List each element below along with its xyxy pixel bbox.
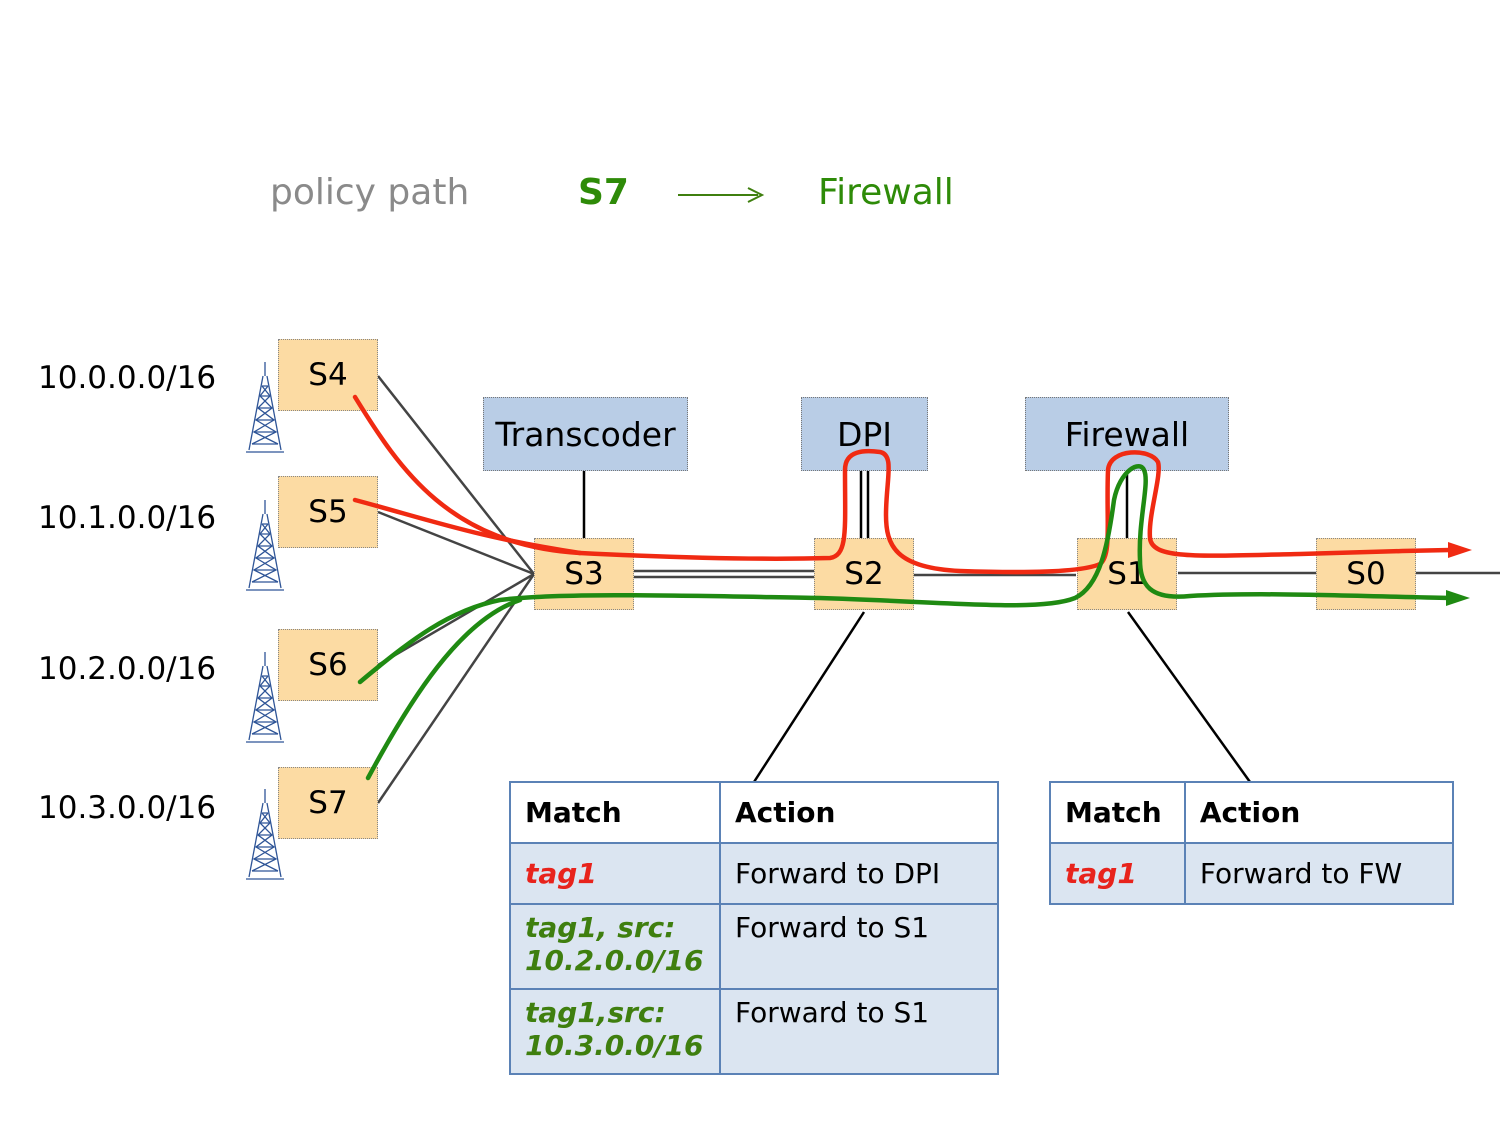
cell-tower-icon [246,362,284,453]
switch-s5[interactable]: S5 [278,476,378,548]
switch-s6[interactable]: S6 [278,629,378,701]
table-row: tag1 Forward to DPI [509,842,1000,905]
match-cell: tag1 [1065,857,1137,890]
match-cell-line2: 10.2.0.0/16 [525,944,704,978]
action-header: Action [718,781,1000,844]
middlebox-transcoder[interactable]: Transcoder [483,397,688,471]
legend-to: Firewall [818,172,954,213]
subnet-label-s6: 10.2.0.0/16 [38,651,217,687]
match-header: Match [1049,781,1186,844]
green-path-branch [365,597,523,781]
flow-table-s2: Match Action tag1 Forward to DPI tag1, s… [509,781,1000,1075]
red-path [352,394,1453,575]
table-row: tag1,src:10.3.0.0/16 Forward to S1 [509,988,1000,1075]
match-header: Match [509,781,721,844]
cell-tower-icon [246,652,284,743]
legend-from: S7 [578,172,629,213]
action-cell: Forward to DPI [718,842,1000,905]
action-header: Action [1183,781,1455,844]
green-path [357,464,1453,685]
switch-s7[interactable]: S7 [278,767,378,839]
table-header: Match Action [509,781,1000,844]
action-cell: Forward to S1 [718,988,1000,1075]
flow-table-s1: Match Action tag1 Forward to FW [1049,781,1455,905]
switch-s4[interactable]: S4 [278,339,378,411]
match-cell: tag1 [525,857,597,890]
match-cell-line1: tag1,src: [525,996,666,1029]
green-arrowhead [1446,590,1470,606]
match-cell-line2: 10.3.0.0/16 [525,1029,704,1063]
subnet-label-s4: 10.0.0.0/16 [38,360,217,396]
subnet-label-s7: 10.3.0.0/16 [38,790,217,826]
cell-tower-icon [246,789,284,880]
cell-tower-icon [246,500,284,591]
action-cell: Forward to FW [1183,842,1455,905]
action-cell: Forward to S1 [718,903,1000,990]
middlebox-dpi[interactable]: DPI [801,397,928,471]
table-row: tag1, src:10.2.0.0/16 Forward to S1 [509,903,1000,990]
table-header: Match Action [1049,781,1455,844]
arrow-right-icon [678,187,765,203]
table-row: tag1 Forward to FW [1049,842,1455,905]
red-arrowhead [1448,542,1472,558]
subnet-label-s5: 10.1.0.0/16 [38,500,217,536]
match-cell-line1: tag1, src: [525,911,676,944]
red-path-branch [352,497,583,556]
legend-label: policy path [270,172,470,213]
